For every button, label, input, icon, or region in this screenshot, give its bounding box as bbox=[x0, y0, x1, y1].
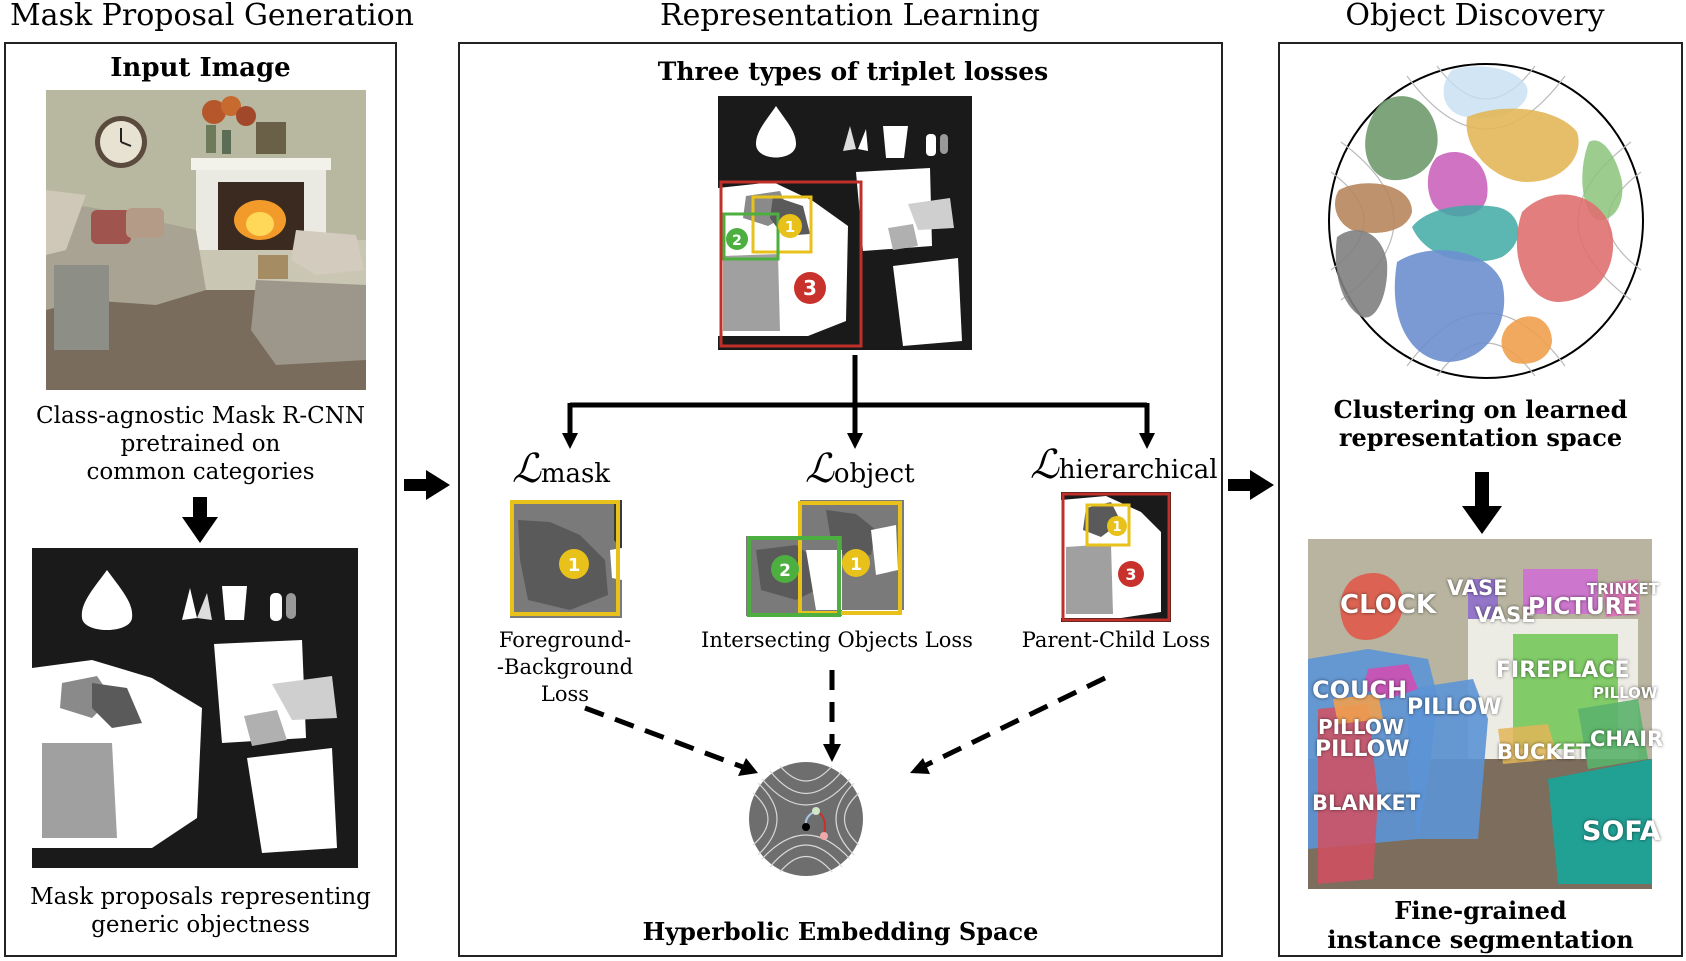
seg-label-trinket: TRINKET bbox=[1587, 580, 1660, 598]
seg-label-vase-2: VASE bbox=[1475, 603, 1536, 627]
seg-label-chair: CHAIR bbox=[1590, 727, 1664, 751]
loss-object-thumbnail: 1 2 bbox=[746, 500, 904, 617]
model-caption: Class-agnostic Mask R-CNN pretrained on … bbox=[36, 403, 365, 485]
loss-mask-caption: Foreground- -Background Loss bbox=[496, 628, 634, 706]
down-arrow-left bbox=[182, 497, 218, 543]
down-arrow-right bbox=[1462, 472, 1502, 534]
hyperbolic-disk bbox=[749, 762, 863, 876]
seg-label-bucket: BUCKET bbox=[1497, 740, 1591, 764]
seg-label-pillow-3: PILLOW bbox=[1318, 715, 1404, 739]
seg-label-sofa: SOFA bbox=[1582, 816, 1661, 847]
representation-title: Representation Learning bbox=[660, 0, 1040, 33]
loss-object-name: ℒobject bbox=[805, 446, 915, 492]
mask-proposal-panel bbox=[4, 42, 397, 957]
mask-proposals-image bbox=[32, 548, 358, 868]
seg-label-pillow-2: PILLOW bbox=[1407, 695, 1502, 720]
loss-hierarchical-caption: Parent-Child Loss bbox=[1021, 628, 1211, 652]
seg-label-fireplace: FIREPLACE bbox=[1496, 658, 1630, 683]
marker-3: 3 bbox=[803, 276, 817, 300]
input-image-label: Input Image bbox=[110, 53, 291, 83]
triplet-label: Three types of triplet losses bbox=[657, 57, 1049, 86]
hyperbolic-label: Hyperbolic Embedding Space bbox=[642, 917, 1039, 946]
segmentation-caption: Fine-grained instance segmentation bbox=[1327, 896, 1634, 954]
seg-label-couch: COUCH bbox=[1312, 676, 1408, 704]
seg-label-pillow-1: PILLOW bbox=[1593, 684, 1658, 702]
loss-hierarchical-thumbnail: 1 3 bbox=[1061, 492, 1171, 622]
marker-2: 2 bbox=[732, 233, 742, 249]
marker-1: 1 bbox=[785, 218, 795, 236]
loss-mask-marker: 1 bbox=[568, 555, 581, 576]
right-arrow-1 bbox=[404, 470, 450, 500]
cluster-disk bbox=[1328, 63, 1644, 379]
clustering-caption: Clustering on learned representation spa… bbox=[1333, 395, 1628, 452]
right-arrow-2 bbox=[1228, 470, 1274, 500]
mask-proposal-title: Mask Proposal Generation bbox=[9, 0, 415, 33]
seg-label-pillow-4: PILLOW bbox=[1315, 737, 1410, 762]
object-discovery-panel bbox=[1278, 42, 1683, 957]
loss-object-marker-2: 2 bbox=[779, 561, 791, 581]
loss-object-marker-1: 1 bbox=[850, 555, 862, 575]
input-image bbox=[46, 90, 366, 390]
dashed-arrows bbox=[584, 670, 1107, 776]
seg-label-vase-1: VASE bbox=[1447, 576, 1508, 600]
loss-mask-thumbnail: 1 bbox=[510, 500, 622, 618]
loss-hier-marker-1: 1 bbox=[1112, 520, 1121, 535]
seg-label-blanket: BLANKET bbox=[1312, 791, 1421, 815]
loss-hier-marker-3: 3 bbox=[1125, 565, 1136, 584]
object-discovery-title: Object Discovery bbox=[1345, 0, 1605, 33]
branch-arrows bbox=[562, 355, 1155, 449]
loss-mask-name: ℒmask bbox=[512, 446, 611, 492]
segmentation-image bbox=[1308, 539, 1652, 889]
mask-proposals-caption: Mask proposals representing generic obje… bbox=[30, 884, 371, 938]
triplet-image: 1 2 3 bbox=[718, 96, 972, 350]
seg-label-picture: PICTURE bbox=[1528, 594, 1639, 620]
representation-panel bbox=[458, 42, 1223, 957]
seg-label-clock: CLOCK bbox=[1340, 590, 1437, 620]
loss-object-caption: Intersecting Objects Loss bbox=[701, 628, 973, 652]
loss-hierarchical-name: ℒhierarchical bbox=[1030, 442, 1218, 488]
